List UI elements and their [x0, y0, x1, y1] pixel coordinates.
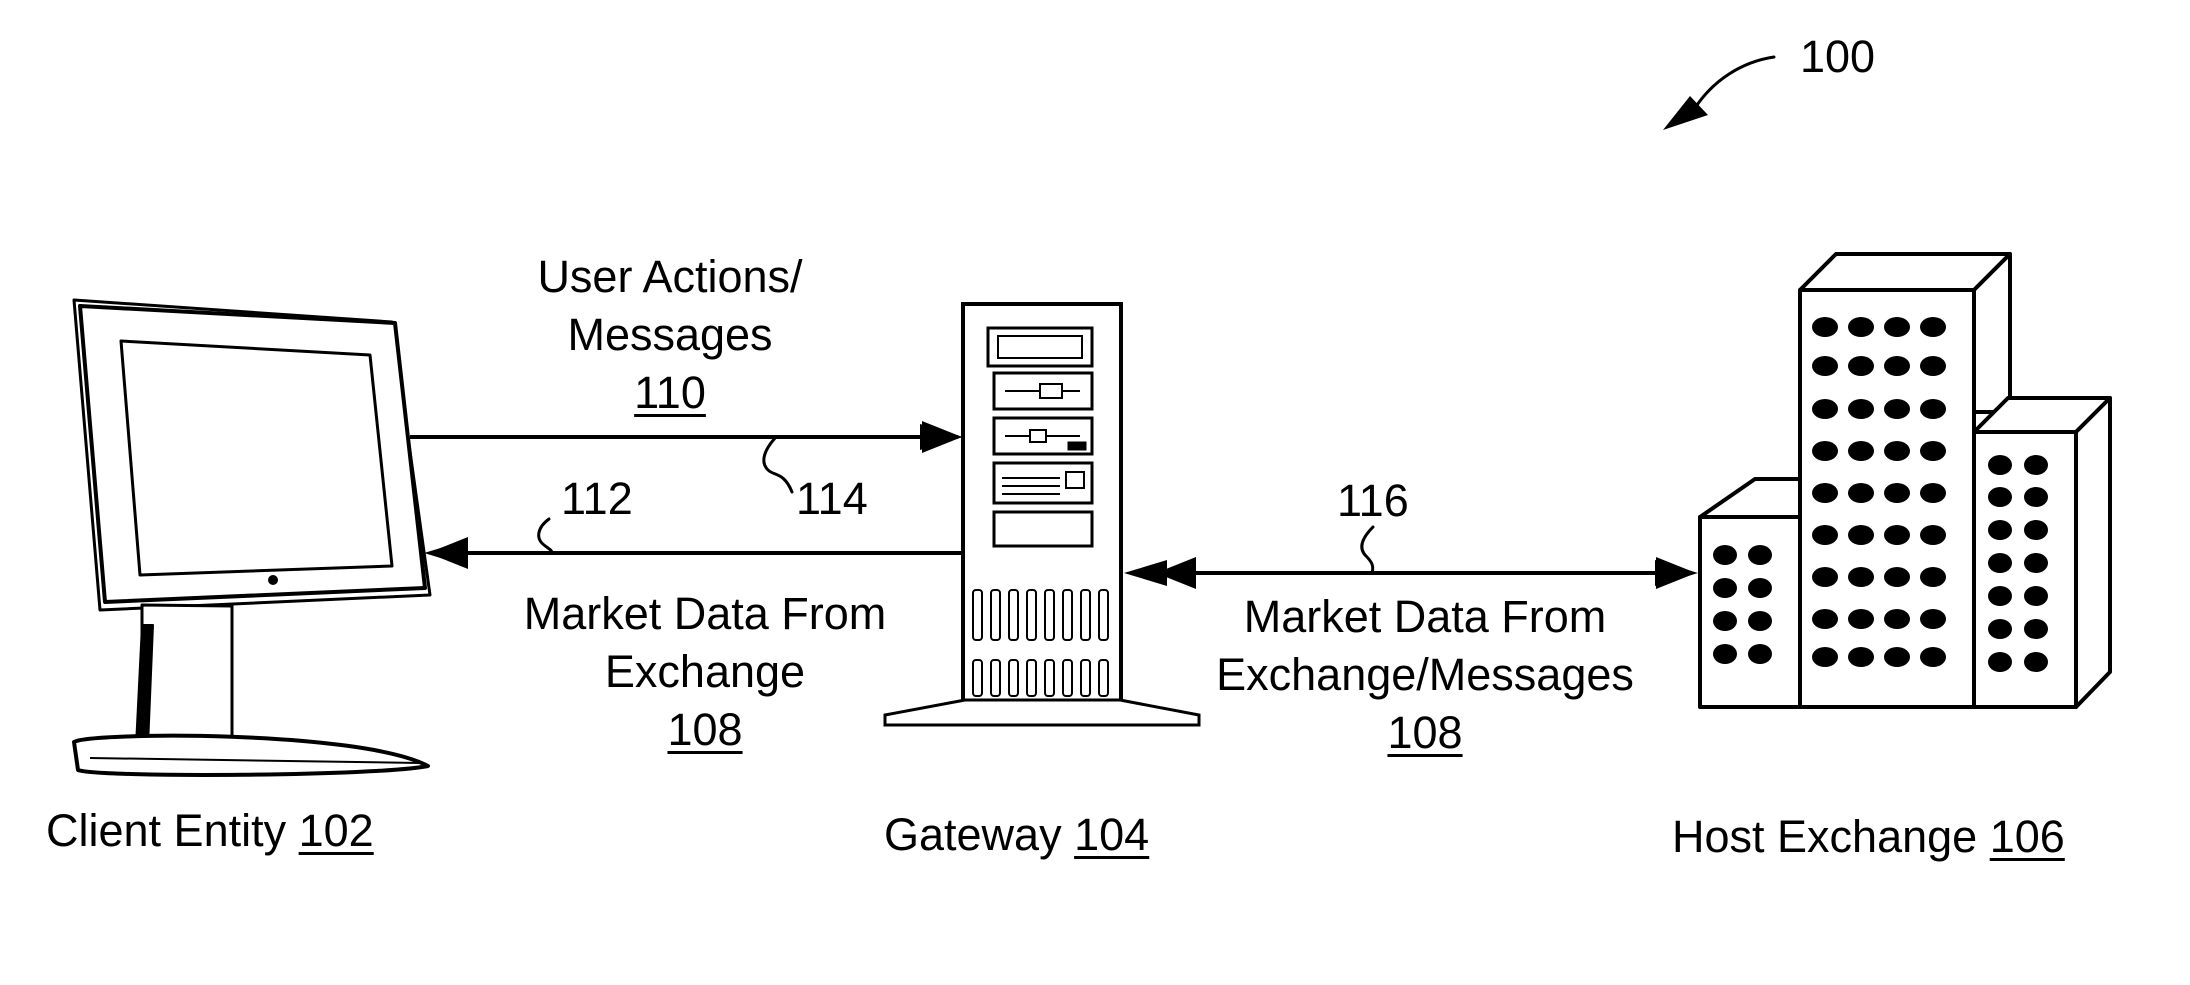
client-entity-caption: Client Entity 102	[46, 802, 374, 860]
leader-100	[1695, 57, 1774, 108]
host-exchange-name: Host Exchange	[1672, 811, 1977, 862]
computer-icon	[74, 300, 430, 775]
client-entity-ref: 102	[299, 805, 374, 856]
buildings-icon	[1700, 254, 2110, 707]
market-data-client-line2: Exchange	[490, 643, 920, 701]
server-icon	[885, 304, 1199, 725]
figure-reference-number: 100	[1800, 28, 1875, 86]
market-data-client-label: Market Data From Exchange 108	[490, 585, 920, 759]
market-data-exchange-label: Market Data From Exchange/Messages 108	[1175, 588, 1675, 762]
leader-116	[1362, 527, 1373, 573]
host-exchange-ref: 106	[1990, 811, 2065, 862]
market-data-client-ref: 108	[490, 701, 920, 759]
user-actions-ref: 110	[500, 364, 840, 422]
gateway-ref: 104	[1074, 809, 1149, 860]
client-entity-name: Client Entity	[46, 805, 286, 856]
leader-114	[764, 437, 792, 492]
market-data-exchange-line1: Market Data From	[1175, 588, 1675, 646]
gateway-caption: Gateway 104	[884, 806, 1149, 864]
user-actions-line2: Messages	[500, 306, 840, 364]
leader-112	[539, 519, 552, 553]
market-data-exchange-line2: Exchange/Messages	[1175, 646, 1675, 704]
outbound-link-ref: 114	[796, 470, 868, 528]
return-link-ref: 112	[561, 470, 633, 528]
gateway-name: Gateway	[884, 809, 1062, 860]
market-data-exchange-ref: 108	[1175, 704, 1675, 762]
exchange-link-ref: 116	[1337, 472, 1409, 530]
user-actions-line1: User Actions/	[500, 248, 840, 306]
host-exchange-caption: Host Exchange 106	[1672, 808, 2065, 866]
user-actions-label: User Actions/ Messages 110	[500, 248, 840, 422]
market-data-client-line1: Market Data From	[490, 585, 920, 643]
